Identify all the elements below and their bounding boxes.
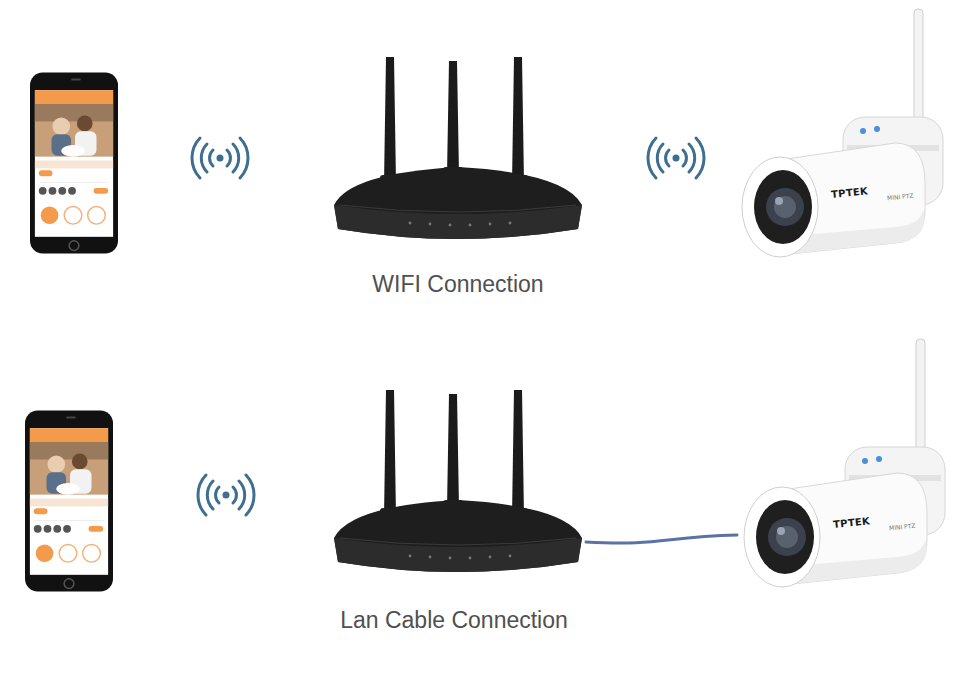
camera-node: TPTEK MINI PTZ xyxy=(737,335,959,590)
smartphone xyxy=(25,411,113,592)
wifi-signal xyxy=(192,138,248,178)
lan-cable xyxy=(586,535,737,543)
wifi-signal xyxy=(198,475,254,515)
camera-illustration xyxy=(742,9,943,257)
connection-caption: WIFI Connection xyxy=(330,271,586,298)
brand-logo: TPTEK xyxy=(833,515,871,530)
router-illustration xyxy=(334,57,582,239)
smartphone xyxy=(30,73,118,254)
connection-caption: Lan Cable Connection xyxy=(326,607,582,634)
camera-illustration xyxy=(744,339,945,587)
router-illustration xyxy=(334,390,582,572)
model-label: MINI PTZ xyxy=(887,192,914,202)
router-node: WIFI Connection xyxy=(330,55,586,305)
model-label: MINI PTZ xyxy=(889,522,916,532)
wifi-signal xyxy=(648,138,704,178)
router-node: Lan Cable Connection xyxy=(330,388,586,638)
brand-logo: TPTEK xyxy=(831,185,869,200)
camera-node: TPTEK MINI PTZ xyxy=(735,5,957,260)
